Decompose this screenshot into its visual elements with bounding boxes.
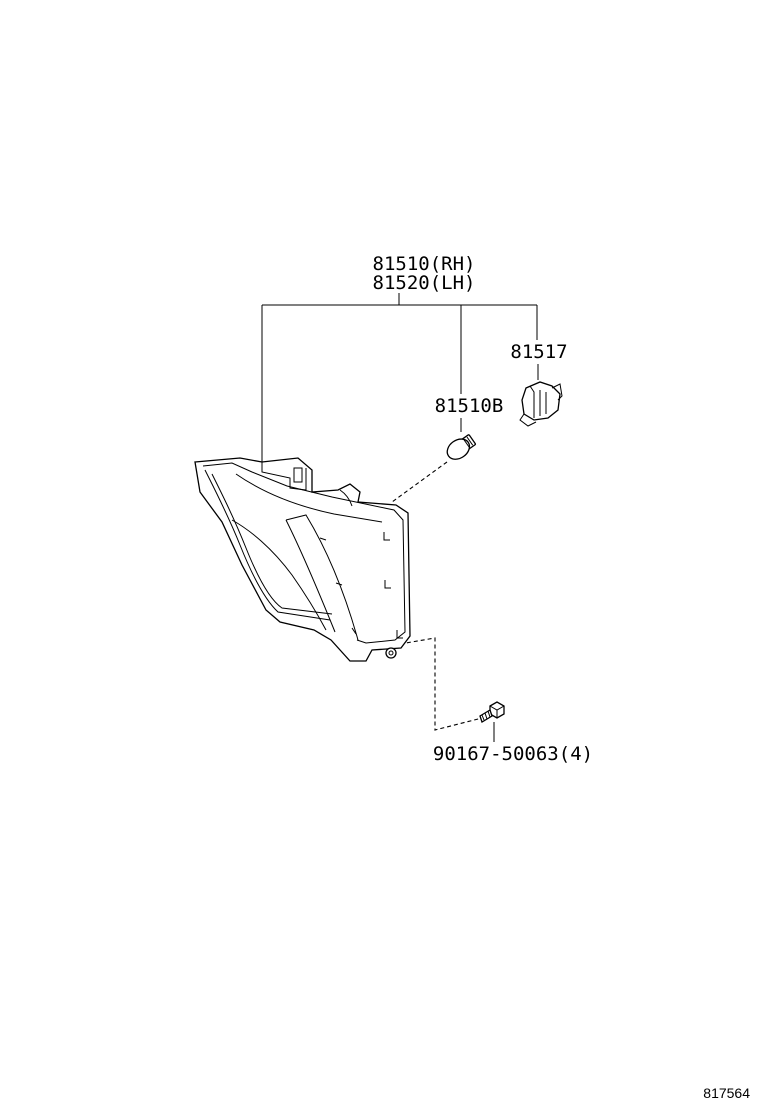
lamp-lens-strip bbox=[285, 514, 359, 641]
bulb-wedge-line bbox=[463, 436, 474, 448]
lens-tick-5 bbox=[335, 582, 343, 586]
lamp-housing bbox=[194, 457, 411, 662]
leader-lines bbox=[261, 293, 539, 742]
socket-body bbox=[521, 381, 561, 421]
bulb-part bbox=[446, 434, 476, 460]
lamp-curve-mid bbox=[231, 519, 327, 631]
label-screw[interactable]: 90167-50063(4) bbox=[433, 743, 593, 765]
dashed-bulb-to-lamp bbox=[391, 461, 448, 503]
bulb-glass bbox=[446, 438, 471, 460]
lamp-inner-rim bbox=[202, 462, 406, 644]
lamp-flange-left-inner bbox=[211, 473, 333, 615]
label-bulb[interactable]: 81510B bbox=[435, 395, 504, 417]
lamp-lens-strip-inner bbox=[285, 519, 336, 633]
lens-tick-1 bbox=[383, 532, 390, 541]
lamp-bracket-slot bbox=[293, 467, 303, 483]
diagram-id: 817564 bbox=[703, 1085, 750, 1101]
screw-head-flat bbox=[489, 705, 505, 718]
lamp-outline bbox=[194, 457, 411, 662]
lens-tick-6 bbox=[351, 627, 357, 635]
lamp-bracket bbox=[261, 462, 307, 491]
lamp-mount-hole-inner bbox=[388, 650, 394, 656]
lens-tick-4 bbox=[319, 537, 327, 541]
label-assembly-rh[interactable]: 81510(RH) bbox=[373, 253, 476, 275]
lamp-flange-left bbox=[204, 469, 331, 621]
label-socket[interactable]: 81517 bbox=[510, 341, 567, 363]
dashed-lamp-to-screw bbox=[399, 637, 483, 731]
socket-flange bbox=[529, 385, 535, 418]
lamp-mount-hole bbox=[385, 647, 397, 659]
lens-tick-2 bbox=[384, 580, 391, 589]
screw-part bbox=[479, 701, 505, 723]
lamp-lens-upper bbox=[235, 473, 383, 523]
screw-threads bbox=[481, 710, 491, 721]
lens-tick-3 bbox=[396, 630, 403, 639]
socket-tab bbox=[551, 383, 563, 401]
label-assembly-lh[interactable]: 81520(LH) bbox=[373, 272, 476, 294]
lamp-socket-boss bbox=[339, 489, 353, 507]
socket-bottom bbox=[519, 413, 537, 427]
socket-part bbox=[519, 381, 563, 427]
